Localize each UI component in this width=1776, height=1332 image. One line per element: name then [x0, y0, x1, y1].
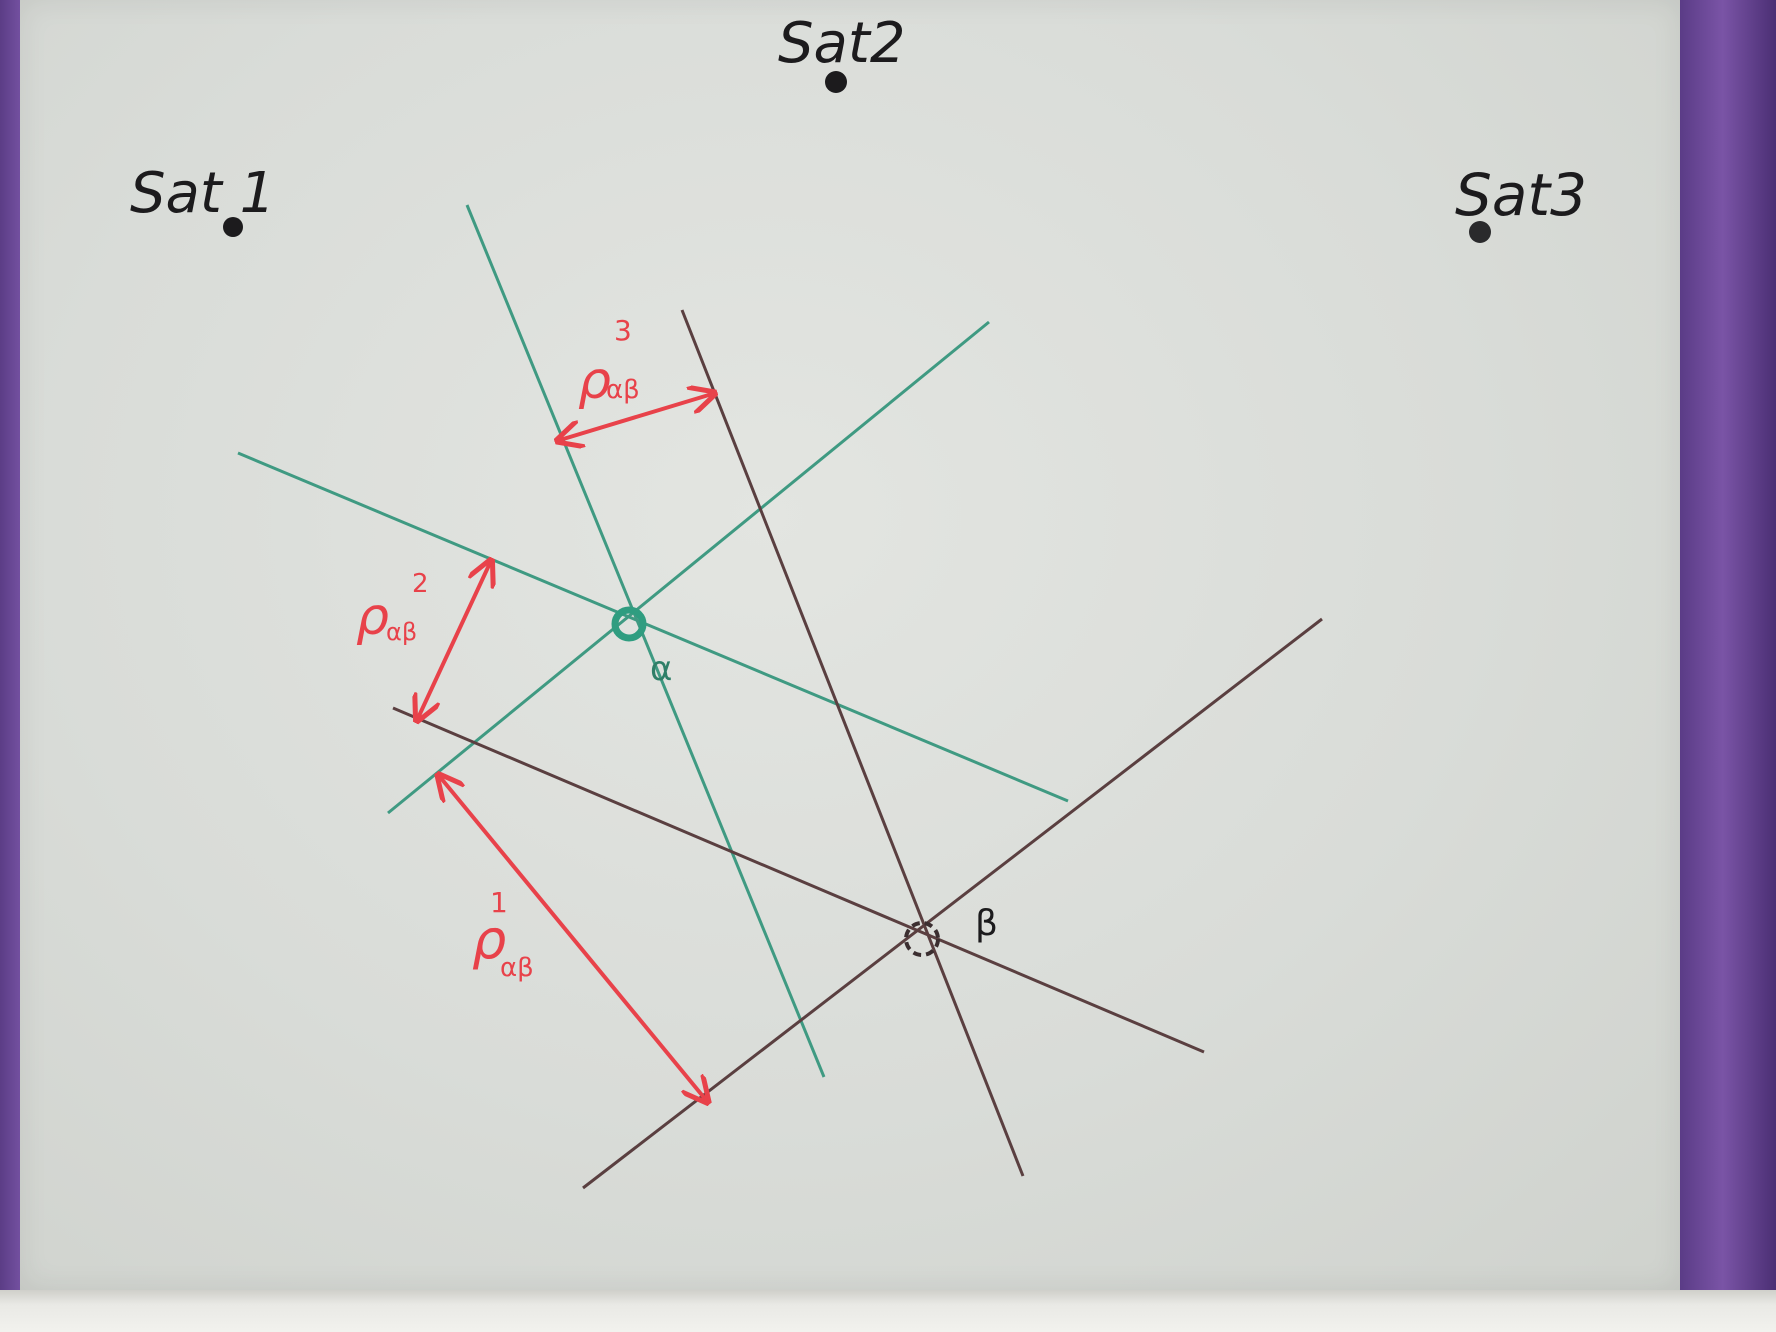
rho3-subscript: αβ — [606, 375, 640, 405]
alpha-line-sat3 — [387, 320, 990, 815]
rho3-superscript: 3 — [614, 314, 632, 347]
range-labels: ρ 3 αβ ρ 2 αβ ρ 1 αβ — [356, 314, 640, 983]
beta-line-sat3 — [582, 617, 1323, 1190]
satellite-2-dot — [825, 71, 847, 93]
rho1-label: ρ 1 αβ — [472, 886, 534, 983]
beta-label: β — [975, 903, 998, 944]
alpha-line-sat2 — [465, 204, 826, 1078]
satellite-3-dot — [1469, 221, 1491, 243]
rho3-label: ρ 3 αβ — [578, 314, 640, 411]
beta-point: β — [904, 903, 998, 957]
alpha-marker — [611, 606, 647, 642]
rho2-arrow — [418, 563, 490, 718]
satellite-2: Sat2 — [778, 11, 905, 93]
satellite-1-dot — [223, 217, 243, 237]
whiteboard-surface — [20, 0, 1680, 1290]
rho1-symbol: ρ — [472, 908, 506, 971]
beta-line-sat2 — [680, 309, 1025, 1177]
marker-tray — [0, 1290, 1776, 1332]
rho3-symbol: ρ — [578, 351, 611, 411]
beta-marker — [904, 921, 940, 957]
alpha-point: α — [611, 606, 672, 689]
satellite-1-label: Sat 1 — [130, 161, 275, 226]
satellite-2-label: Sat2 — [778, 11, 905, 76]
alpha-line-sat1 — [237, 451, 1069, 803]
satellite-3-label: Sat3 — [1455, 161, 1587, 229]
rho1-subscript: αβ — [500, 953, 534, 983]
alpha-label: α — [650, 649, 672, 689]
beta-line-sat1 — [392, 706, 1205, 1054]
rho2-superscript: 2 — [412, 569, 429, 599]
beta-lines — [392, 309, 1323, 1190]
rho3-arrow — [560, 394, 712, 440]
range-arrows — [418, 394, 712, 1100]
rho1-arrow — [440, 777, 706, 1100]
satellite-3: Sat3 — [1455, 161, 1587, 243]
satellite-1: Sat 1 — [130, 161, 275, 237]
rho2-subscript: αβ — [386, 618, 417, 646]
rho1-superscript: 1 — [490, 886, 508, 919]
alpha-lines — [237, 204, 1069, 1078]
rho2-label: ρ 2 αβ — [356, 569, 429, 647]
rho2-symbol: ρ — [356, 587, 389, 647]
